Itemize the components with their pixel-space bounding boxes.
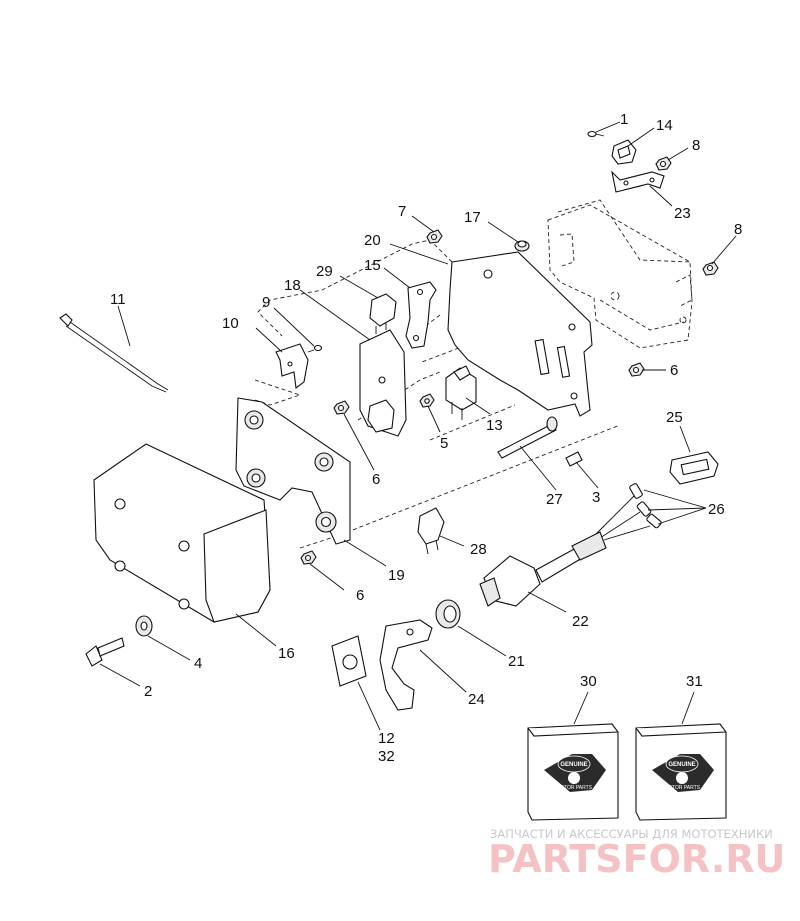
- callout-1: 1: [620, 111, 628, 128]
- part-ring-21: [435, 599, 461, 629]
- package-30-label: GENUINE: [560, 762, 587, 768]
- callout-2: 2: [144, 683, 152, 700]
- part-screw-3: [565, 451, 583, 467]
- part-washer-4: [135, 615, 153, 637]
- callout-17: 17: [464, 209, 481, 226]
- callout-11: 11: [110, 291, 126, 308]
- callout-18: 18: [284, 277, 301, 294]
- part-cable-tie-11: [59, 313, 169, 393]
- callout-21: 21: [508, 653, 525, 670]
- callout-28: 28: [470, 541, 487, 558]
- callout-7: 7: [398, 203, 406, 220]
- part-nut-5: [419, 393, 435, 408]
- genuine-parts-emblem-icon: GENUINE MOTOR PARTS: [652, 754, 714, 792]
- part-panel-19: [235, 397, 351, 545]
- part-wire-terminals-26: [595, 483, 662, 541]
- part-nut-6-b: [628, 362, 645, 377]
- part-nut-7: [426, 229, 443, 244]
- part-switch-24: [379, 619, 433, 711]
- part-fuse-28: [417, 507, 445, 555]
- part-bracket-23: [611, 170, 665, 193]
- callout-14: 14: [656, 117, 673, 134]
- part-sensor-22: [479, 531, 607, 607]
- callout-19: 19: [388, 567, 405, 584]
- package-30-sublabel: MOTOR PARTS: [556, 785, 593, 791]
- part-relay-13: [445, 365, 477, 420]
- callout-9: 9: [262, 294, 270, 311]
- callout-5: 5: [440, 435, 448, 452]
- part-nut-8-upper: [655, 156, 672, 171]
- callout-12: 12: [378, 730, 395, 747]
- callout-6-lower: 6: [356, 587, 364, 604]
- callout-15: 15: [364, 257, 381, 274]
- part-clip-14: [611, 139, 637, 165]
- package-31-label: GENUINE: [668, 762, 695, 768]
- callout-31: 31: [686, 673, 703, 690]
- package-31-sublabel: MOTOR PARTS: [664, 785, 701, 791]
- callout-10: 10: [222, 315, 239, 332]
- part-bracket-10: [275, 343, 309, 390]
- callout-8-right: 8: [734, 221, 742, 238]
- part-gasket-12: [331, 635, 367, 687]
- part-mounting-plate: [447, 251, 593, 417]
- part-nut-8-right: [702, 261, 719, 276]
- callout-6-mid: 6: [372, 471, 380, 488]
- part-cover-16: [93, 443, 271, 623]
- callout-3: 3: [592, 489, 600, 506]
- callout-32: 32: [378, 748, 395, 765]
- callout-16: 16: [278, 645, 295, 662]
- package-31: GENUINE MOTOR PARTS: [635, 723, 727, 821]
- callout-6-right: 6: [670, 362, 678, 379]
- callout-22: 22: [572, 613, 589, 630]
- part-screw-9: [307, 344, 323, 353]
- part-bracket-15: [405, 281, 437, 349]
- part-connector-25: [669, 451, 719, 485]
- leader-lines: [99, 121, 737, 731]
- callout-24: 24: [468, 691, 485, 708]
- callout-8-upper: 8: [692, 137, 700, 154]
- part-screw-1: [587, 130, 605, 138]
- callout-25: 25: [666, 409, 683, 426]
- watermark-tagline: ЗАПЧАСТИ И АКСЕССУАРЫ ДЛЯ МОТОТЕХНИКИ: [490, 827, 773, 841]
- callout-23: 23: [674, 205, 691, 222]
- part-nut-6-c: [300, 550, 317, 565]
- callout-27: 27: [546, 491, 563, 508]
- part-nut-6-a: [333, 400, 350, 415]
- callout-26: 26: [708, 501, 725, 518]
- package-30: GENUINE MOTOR PARTS: [527, 723, 619, 821]
- callout-20: 20: [364, 232, 381, 249]
- part-tray-phantom: [547, 204, 693, 349]
- part-bolt-2: [85, 637, 125, 667]
- callout-30: 30: [580, 673, 597, 690]
- callout-4: 4: [194, 655, 202, 672]
- watermark: ЗАПЧАСТИ И АКСЕССУАРЫ ДЛЯ МОТОТЕХНИКИ PA…: [488, 827, 785, 881]
- genuine-parts-emblem-icon: GENUINE MOTOR PARTS: [544, 754, 606, 792]
- part-stud-27: [497, 416, 558, 459]
- callout-13: 13: [486, 417, 503, 434]
- part-module-18: [359, 329, 407, 437]
- watermark-brand: PARTSFOR.RU: [488, 837, 785, 881]
- callout-labels: 1 14 8 23 7 17 8 20 15 29 18 11 9 10 6 1…: [110, 111, 742, 765]
- part-relay-29: [369, 293, 397, 334]
- callout-29: 29: [316, 263, 333, 280]
- part-spacer-17: [514, 240, 530, 252]
